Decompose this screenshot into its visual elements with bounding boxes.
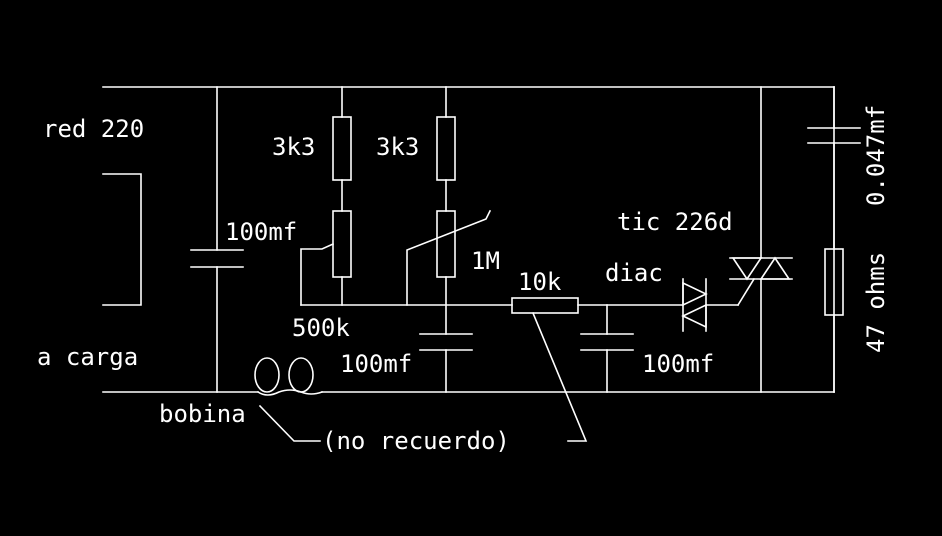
- triac-gate: [736, 277, 756, 307]
- resistor-10k: [511, 297, 684, 314]
- label-pot-500k: 500k: [292, 314, 350, 342]
- diac-symbol: [681, 278, 739, 332]
- label-res-3k3-right: 3k3: [376, 133, 419, 161]
- terminal-bracket: [102, 173, 142, 306]
- gate-capacitor: [580, 304, 634, 393]
- resistor-leader: [531, 311, 588, 442]
- coil-bobina: [254, 357, 324, 396]
- label-diac: diac: [605, 259, 663, 287]
- label-snubber-r: 47 ohms: [862, 252, 890, 353]
- label-triac: tic 226d: [617, 208, 733, 236]
- label-cap-mid: 100mf: [340, 350, 412, 378]
- label-snubber-c: 0.047mf: [862, 105, 890, 206]
- label-load: a carga: [37, 343, 138, 371]
- label-cap-input: 100mf: [225, 218, 297, 246]
- resistor-3k3-right: [436, 116, 456, 181]
- left-branch: [300, 86, 352, 306]
- pot-500k-wiper: [300, 242, 335, 306]
- potentiometer-1m: [436, 210, 456, 278]
- resistor-3k3-left: [332, 116, 352, 181]
- potentiometer-500k: [332, 210, 352, 278]
- label-coil-note: (no recuerdo): [322, 427, 510, 455]
- right-branch: [406, 86, 492, 393]
- label-cap-gate: 100mf: [642, 350, 714, 378]
- coil-leader: [258, 404, 321, 442]
- label-coil: bobina: [159, 400, 246, 428]
- pot-1m-variable-arrow: [406, 209, 492, 306]
- label-res-10k: 10k: [518, 268, 562, 296]
- label-res-3k3-left: 3k3: [272, 133, 315, 161]
- triac-symbol: [729, 86, 793, 393]
- input-capacitor: [190, 86, 244, 393]
- label-source: red 220: [43, 115, 144, 143]
- snubber: [807, 86, 861, 393]
- label-pot-1m: 1M: [471, 247, 500, 275]
